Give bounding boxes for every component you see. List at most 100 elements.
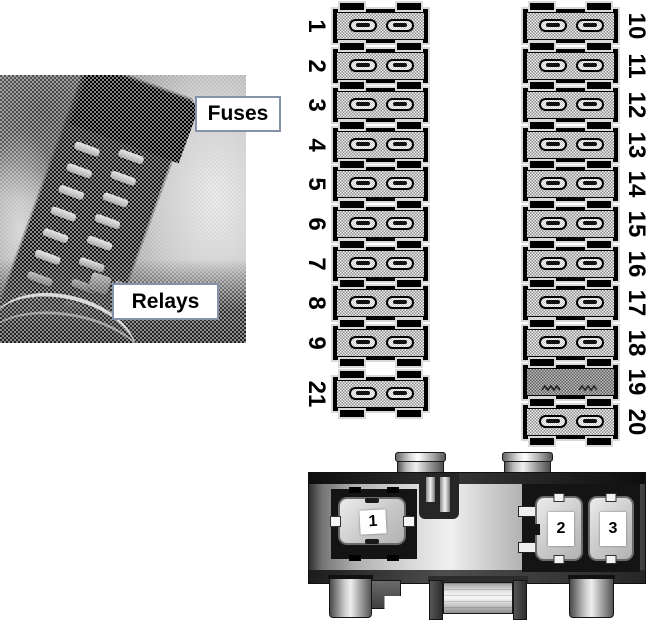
fuse-symbol-1 (333, 3, 428, 49)
fuse-slot (349, 58, 377, 72)
socket-clip (387, 555, 399, 561)
module-bracket (419, 473, 459, 519)
fuse-slot (539, 177, 567, 191)
socket-clip (349, 487, 361, 493)
module-body: 1 2 3 (308, 472, 646, 584)
fuse-symbol-20 (523, 399, 618, 445)
connector-block (443, 582, 513, 614)
module-foot-left (328, 575, 373, 618)
relay-2-label: 2 (548, 512, 574, 546)
fuse-slot (576, 256, 604, 270)
relay-notch (365, 539, 379, 544)
fuse-tab (340, 371, 364, 378)
fuse-tab (587, 82, 611, 90)
fuse-slot (349, 335, 377, 349)
fuse-symbol-10 (523, 3, 618, 49)
fuse-symbol-6 (333, 201, 428, 247)
fuse-slot (539, 415, 567, 428)
fuse-slot (349, 256, 377, 270)
fuse-element-mark (578, 379, 598, 392)
fuse-slot (349, 19, 377, 32)
fuse-number-16: 16 (623, 250, 650, 277)
fuse-symbol-12 (523, 82, 618, 129)
fuse-tab (397, 161, 421, 169)
relay-3: 3 (588, 493, 634, 564)
fuse-symbol-13 (523, 121, 618, 168)
relay-1: 1 (330, 497, 415, 545)
fuse-tab (587, 359, 611, 367)
fuse-tab (587, 438, 611, 445)
socket-tab (518, 506, 536, 517)
fuse-number-11: 11 (623, 52, 650, 79)
fuse-element-mark (541, 379, 561, 392)
fuse-number-18: 18 (623, 329, 650, 357)
fuse-slot (576, 217, 604, 230)
fuse-number-14: 14 (623, 171, 650, 198)
fuse-tab (587, 280, 611, 288)
fuse-slot (386, 335, 414, 349)
fuse-tab (340, 42, 364, 50)
fuse-symbol-18 (523, 319, 618, 366)
bracket-prong (426, 477, 435, 502)
socket-tab (518, 542, 536, 553)
fuse-number-20: 20 (623, 408, 650, 436)
fuse-slot (539, 19, 567, 32)
fuse-tab (587, 319, 611, 327)
fuse-tab (397, 358, 421, 366)
fuse-slot (576, 177, 604, 191)
fuse-slot (576, 335, 604, 349)
module-foot-right (568, 575, 615, 618)
fuse-symbol-5 (333, 161, 428, 208)
fuse-slot (539, 137, 567, 151)
fuse-symbol-2 (333, 42, 428, 89)
fuse-tab (397, 240, 421, 248)
fuse-number-9: 9 (303, 336, 330, 350)
fuse-symbol-17 (523, 280, 618, 327)
fuse-tab (530, 359, 554, 367)
relay-side-nub (403, 516, 415, 527)
fuse-tab (587, 399, 611, 406)
fuse-tab (340, 280, 364, 288)
fuse-tab (397, 201, 421, 208)
relays-callout-label: Relays (112, 283, 219, 320)
fuse-number-10: 10 (623, 12, 650, 40)
fuse-slot (576, 19, 604, 32)
fuse-slot (349, 296, 377, 310)
fuse-number-3: 3 (303, 98, 330, 112)
fuse-tab (340, 319, 364, 327)
fuse-number-8: 8 (303, 296, 330, 310)
fuse-tab (340, 358, 364, 366)
fuse-tab (587, 201, 611, 208)
fuse-tab (587, 3, 611, 10)
fuse-symbol-19 (523, 359, 618, 406)
fuse-number-15: 15 (623, 210, 650, 238)
fuses-callout-label: Fuses (195, 96, 281, 132)
fuse-symbol-11 (523, 42, 618, 89)
relay-socket-left: 1 (330, 487, 417, 561)
fuse-number-17: 17 (623, 289, 650, 317)
fuse-tab (397, 82, 421, 90)
relay-top-nub (605, 493, 617, 502)
fuse-symbol-14 (523, 161, 618, 208)
fuse-tab (340, 3, 364, 10)
module-top-edge (309, 473, 645, 484)
bracket-prong (440, 477, 450, 512)
fuse-tab (397, 121, 421, 129)
relay-3-label: 3 (600, 512, 626, 546)
fuse-slot (386, 177, 414, 191)
fuse-slot (539, 217, 567, 230)
fuse-slot (349, 217, 377, 230)
fuse-tab (530, 399, 554, 406)
fuse-tab (587, 161, 611, 169)
fuse-slot (386, 98, 414, 112)
fuse-slot (386, 256, 414, 270)
fuse-slot (386, 137, 414, 151)
fuse-tab (340, 201, 364, 208)
fuse-tab (530, 161, 554, 169)
fuse-tab (530, 240, 554, 248)
fuse-tab (530, 201, 554, 208)
fuse-slot (386, 58, 414, 72)
fuse-slot (576, 415, 604, 428)
connector-leg (429, 580, 443, 620)
